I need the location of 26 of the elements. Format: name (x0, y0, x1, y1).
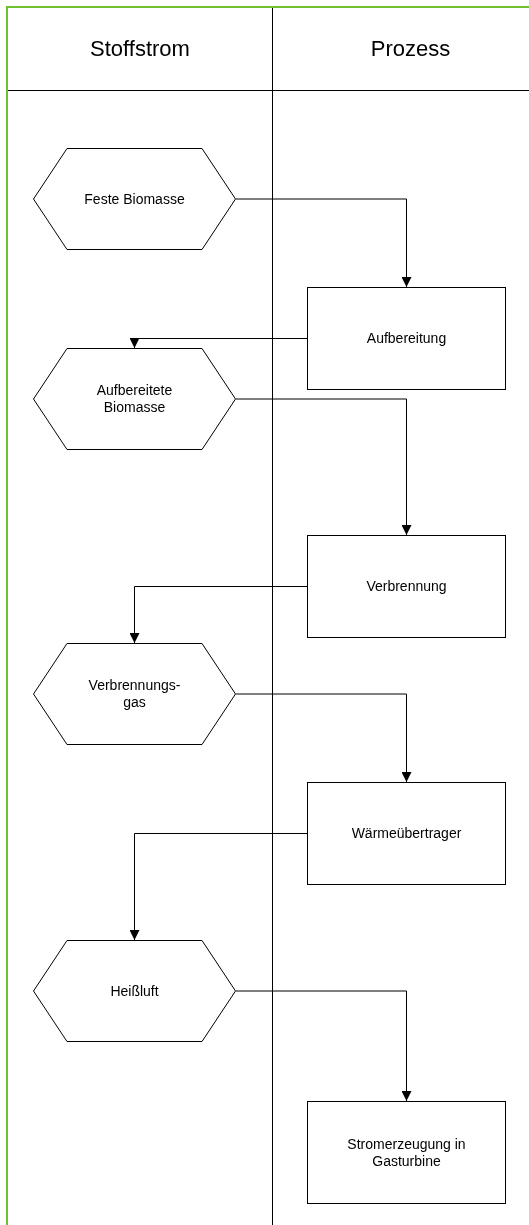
process-box (307, 1101, 506, 1204)
lane-title: Prozess (370, 36, 451, 62)
flow-arrow (129, 586, 308, 644)
flow-arrow (235, 398, 412, 536)
node-label: Feste Biomasse (83, 190, 186, 208)
material-hexagon (33, 348, 236, 450)
flow-arrow (235, 198, 412, 288)
node-label: Aufbereitung (365, 330, 448, 347)
node-label: Verbrennungs-gas (87, 677, 182, 711)
flow-arrow (235, 990, 412, 1102)
process-box (307, 782, 506, 885)
node-label: Aufbereitete Biomasse (95, 382, 174, 416)
flow-arrow (129, 833, 308, 941)
process-box (307, 535, 506, 638)
node-label: Verbrennung (365, 578, 448, 595)
node-label: Wärmeübertrager (350, 825, 463, 842)
flow-arrow (235, 693, 412, 783)
process-box (307, 287, 506, 390)
lane-title: Stoffstrom (90, 36, 190, 62)
swimlane (272, 8, 529, 1225)
material-hexagon (33, 940, 236, 1042)
material-hexagon (33, 643, 236, 745)
node-label: Heißluft (109, 982, 160, 1000)
material-hexagon (33, 148, 236, 250)
node-label: Stromerzeugung in Gasturbine (346, 1135, 467, 1170)
flow-arrow (129, 338, 308, 349)
